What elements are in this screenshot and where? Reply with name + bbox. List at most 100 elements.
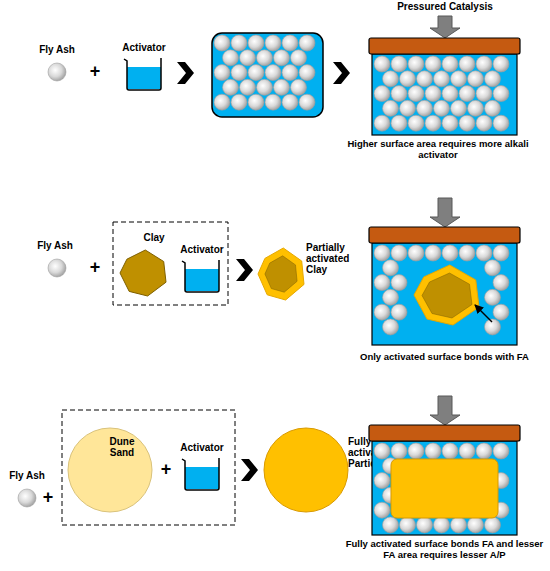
fly-ash-particle [391, 115, 407, 131]
fly-ash-particle [374, 245, 390, 261]
fly-ash-particle [425, 115, 441, 131]
fly-ash-particle [400, 71, 416, 87]
fly-ash-particle [434, 517, 450, 533]
fly-ash-particle [391, 275, 407, 291]
jar-body [372, 441, 517, 535]
particle-group [214, 35, 315, 110]
fly-ash-particle [248, 35, 264, 51]
jar-lid [369, 227, 520, 243]
partially-activated-clay: Partially activated Clay [258, 248, 304, 300]
fly-ash-particle [214, 65, 230, 81]
fly-ash-particle [476, 56, 492, 72]
plus-sign: + [38, 488, 58, 506]
activated-circle [264, 428, 348, 512]
shape-outline [369, 38, 520, 135]
fly-ash-particle [451, 100, 467, 116]
fly-ash-particle [493, 115, 509, 131]
fly-ash-particle [442, 86, 458, 102]
caption-text: Only activated surface bonds with FA [359, 351, 530, 362]
fly-ash-particle [274, 50, 290, 66]
fly-ash-particle [485, 319, 501, 335]
particle-group [374, 56, 509, 131]
fly-ash-particle [434, 71, 450, 87]
dashed-group-box [62, 410, 235, 525]
fly-ash-particle [493, 245, 509, 261]
beaker-outline [182, 260, 219, 292]
fly-ash-particle [493, 443, 509, 459]
jar-lid [369, 38, 520, 54]
fully-activated-particle: Fully activated Particle [264, 428, 348, 512]
fly-ash-particle [48, 259, 66, 277]
fly-ash-particle [48, 63, 66, 81]
fly-ash-particle [257, 79, 273, 95]
fly-ash-particle [240, 79, 256, 95]
fly-ash-particle [223, 50, 239, 66]
chevron-arrow [333, 62, 350, 84]
fly-ash-particle [231, 94, 247, 110]
fly-ash-particle [493, 275, 509, 291]
fly-ash-particle [459, 115, 475, 131]
fly-ash-particle [374, 56, 390, 72]
shape-outline [120, 250, 166, 296]
clay-core [422, 273, 472, 318]
beaker-outline [124, 58, 161, 90]
caption-text: Higher surface area requires more alkali… [331, 138, 545, 160]
fly-ash-particle [451, 71, 467, 87]
fly-ash-particle [374, 443, 390, 459]
particle-group [374, 245, 509, 335]
fly-ash-particle [223, 79, 239, 95]
fly-ash-particle [391, 86, 407, 102]
fly-ash-particle [417, 100, 433, 116]
shape-outline [18, 489, 36, 507]
fly-ash-particle [391, 245, 407, 261]
fly-ash-particle [265, 65, 281, 81]
shape-outline [369, 227, 520, 345]
fly-ash-particle [374, 275, 390, 291]
fly-ash-particle [383, 71, 399, 87]
beaker-outline [182, 458, 219, 490]
fly-ash-particle [265, 35, 281, 51]
fly-ash-particle [214, 35, 230, 51]
fly-ash-particle [459, 56, 475, 72]
fly-ash-particle [485, 71, 501, 87]
clay-core [265, 256, 297, 292]
fly-ash-particle [485, 517, 501, 533]
node-label: Dune Sand [102, 436, 142, 458]
fly-ash-particle [214, 94, 230, 110]
pressure-arrow [430, 16, 460, 38]
fly-ash-particle [240, 50, 256, 66]
fly-ash-particle [282, 35, 298, 51]
fly-ash-particle [383, 100, 399, 116]
fly-ash-particle [408, 245, 424, 261]
fly-ash-particle [476, 115, 492, 131]
fly-ash-particle [383, 517, 399, 533]
fly-ash-particle [434, 100, 450, 116]
plus-sign: + [85, 258, 105, 276]
shape-outline [369, 425, 520, 535]
fly-ash-particle [425, 245, 441, 261]
clay-particle: Clay [120, 250, 166, 296]
fly-ash-particle [374, 86, 390, 102]
node-label: Activator [109, 42, 179, 53]
fly-ash-particle [425, 443, 441, 459]
jar-body [372, 243, 517, 345]
node-label: Partially activated Clay [306, 242, 360, 275]
activator-liquid [127, 67, 161, 89]
pressure-jar: Only activated surface bonds with FA [369, 227, 520, 345]
jar-body [372, 54, 517, 135]
fly-ash-particle [408, 56, 424, 72]
fly-ash-particle [493, 86, 509, 102]
fly-ash-particle [248, 94, 264, 110]
fly-ash-particle [400, 100, 416, 116]
node-label: Fly Ash [28, 44, 86, 55]
activator-liquid [185, 467, 219, 489]
chevron-arrow [241, 459, 258, 481]
fly-ash-particle [291, 50, 307, 66]
fly-ash-particle [476, 443, 492, 459]
plus-sign: + [156, 460, 176, 478]
shape-outline [182, 260, 222, 292]
fly-ash-particle [391, 304, 407, 320]
annotation-text: Pressured Catalysis [385, 2, 505, 12]
fly-ash-particle [451, 517, 467, 533]
